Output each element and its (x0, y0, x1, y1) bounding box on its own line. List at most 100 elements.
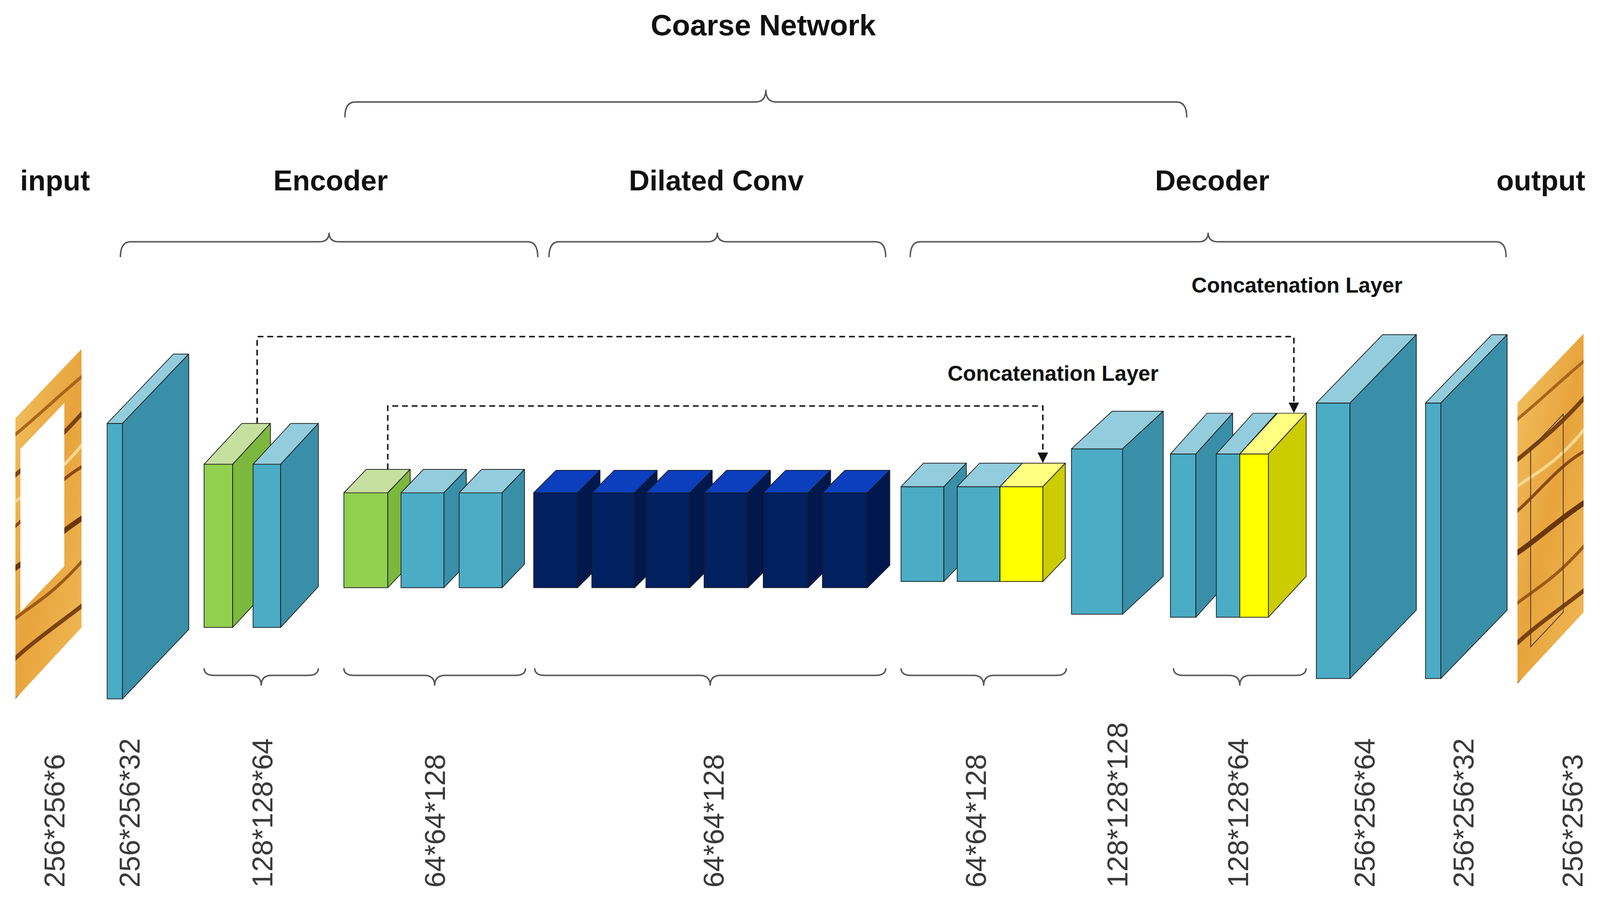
concatenation-arrow (257, 336, 1295, 424)
image-streak (1512, 393, 1589, 465)
layer-cuboid (704, 470, 771, 588)
layer-block: 256*256*32 (1425, 334, 1507, 890)
curly-bracket (910, 232, 1506, 258)
section-label: Decoder (1155, 163, 1270, 198)
cuboid-front (1170, 454, 1197, 618)
section-label: output (1496, 163, 1585, 198)
cuboid-front (1316, 403, 1350, 680)
concatenation-arrow (387, 406, 1044, 470)
cuboid-front (204, 464, 233, 628)
layer-cuboid (763, 470, 831, 588)
layer-block: 64*64*128 (343, 469, 525, 890)
cuboid-side (1349, 334, 1417, 680)
curly-bracket (120, 232, 538, 258)
cuboid-side (867, 470, 890, 588)
cuboid-side (1268, 413, 1307, 618)
cuboid-front (1071, 449, 1123, 615)
tensor-size: 128*128*64 (1222, 738, 1256, 888)
layer-cuboid (1425, 334, 1507, 680)
filled-region-outline (1530, 414, 1564, 648)
cuboid-front (763, 492, 809, 588)
cuboid-front (822, 492, 868, 588)
layer-cuboid (646, 470, 713, 588)
masked-hole (20, 403, 65, 613)
image-streak (10, 643, 87, 705)
cuboid-front (107, 423, 123, 700)
layer-cuboid (901, 463, 967, 582)
cuboid-side (1122, 411, 1164, 615)
layer-block: 64*64*128 (901, 463, 1066, 890)
cuboid-side (1043, 463, 1066, 582)
tensor-size: 256*256*6 (38, 754, 72, 888)
layer-cuboid (459, 469, 525, 588)
curly-bracket (534, 668, 886, 686)
cuboid-front (400, 492, 444, 588)
image-streak (1512, 500, 1589, 557)
input-image (10, 341, 87, 705)
section-label: Dilated Conv (629, 163, 805, 198)
cuboid-front (646, 492, 691, 588)
layer-block: 128*128*128 (1071, 411, 1163, 890)
tensor-size: 64*64*128 (697, 754, 731, 888)
layer-block: 128*128*64 (1170, 413, 1307, 890)
layer-cuboid (343, 469, 411, 588)
tensor-size: 128*128*64 (246, 738, 280, 888)
cuboid-side (122, 354, 190, 700)
cuboid-front (533, 492, 578, 588)
tensor-size: 128*128*128 (1101, 722, 1135, 888)
image-streak (1512, 357, 1589, 424)
cuboid-front (1425, 403, 1442, 680)
section-label: Encoder (273, 163, 388, 198)
image-ground (1512, 326, 1589, 690)
layer-cuboid (999, 463, 1066, 582)
image-streak (1512, 627, 1589, 689)
cuboid-front (999, 486, 1043, 582)
cuboid-front (343, 492, 388, 588)
tensor-size: 64*64*128 (419, 754, 453, 888)
image-streak (10, 601, 87, 664)
layer-block: 256*256*3 (1517, 331, 1585, 890)
curly-bracket (204, 668, 319, 686)
layer-block: 256*256*32 (107, 354, 189, 890)
layer-cuboid (822, 470, 890, 588)
layer-block: 64*64*128 (533, 470, 890, 890)
edge-label: Concatenation Layer (1188, 272, 1406, 299)
output-image (1512, 326, 1589, 690)
cuboid-front (591, 492, 635, 588)
layer-cuboid (1071, 411, 1163, 615)
layer-cuboid (107, 354, 189, 700)
diagram-title: Coarse Network (650, 7, 876, 44)
curly-bracket (345, 89, 1188, 118)
layer-cuboid (533, 470, 601, 588)
curly-bracket (1173, 668, 1307, 686)
cuboid-side (1441, 334, 1508, 680)
layer-block: 256*256*6 (15, 348, 82, 890)
image-streak (1512, 586, 1589, 649)
cuboid-front (1239, 454, 1269, 618)
layer-cuboid (1239, 413, 1307, 618)
cuboid-front (253, 464, 281, 628)
tensor-size: 256*256*32 (113, 738, 147, 888)
layer-cuboid (400, 469, 467, 588)
section-label: input (20, 163, 91, 198)
cuboid-side (280, 423, 319, 628)
layer-block: 256*256*64 (1316, 334, 1417, 890)
image-ground (10, 341, 87, 705)
curly-bracket (343, 668, 526, 686)
cuboid-front (459, 492, 502, 588)
cuboid-front (704, 492, 749, 588)
cuboid-side (502, 469, 525, 588)
cuboid-front (901, 486, 944, 582)
cuboid-front (957, 486, 1000, 582)
tensor-size: 256*256*64 (1348, 738, 1382, 888)
layer-block: 128*128*64 (204, 423, 319, 890)
layer-cuboid (253, 423, 319, 628)
tensor-size: 256*256*32 (1447, 738, 1481, 888)
tensor-size: 256*256*3 (1556, 754, 1590, 888)
edge-label: Concatenation Layer (944, 360, 1162, 387)
curly-bracket (549, 232, 887, 258)
cuboid-front (1216, 454, 1240, 618)
tensor-size: 64*64*128 (960, 754, 994, 888)
layer-cuboid (1316, 334, 1417, 680)
curly-bracket (901, 668, 1067, 686)
